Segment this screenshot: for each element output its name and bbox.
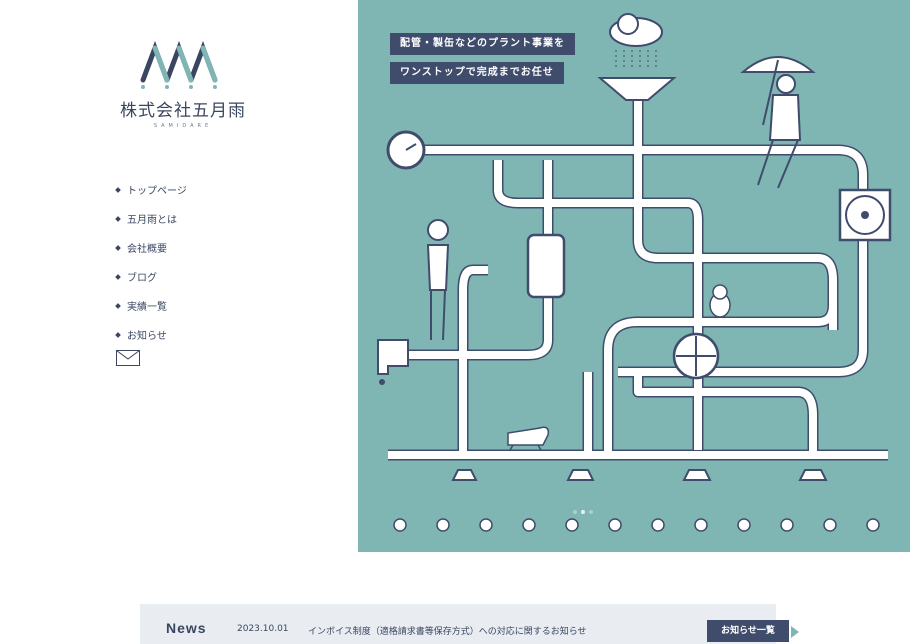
news-bar: News 2023.10.01 インボイス制度（適格請求書等保存方式）への対応に… bbox=[140, 604, 799, 644]
news-date: 2023.10.01 bbox=[237, 624, 289, 634]
mail-icon[interactable] bbox=[116, 350, 140, 366]
samidare-logo-icon bbox=[140, 40, 218, 89]
bullet-icon bbox=[115, 302, 121, 309]
fan-icon bbox=[838, 188, 892, 242]
valve-icon bbox=[672, 332, 720, 380]
company-logo[interactable]: 株式会社五月雨 SAMIDARE bbox=[108, 40, 258, 129]
nav-label: 五月雨とは bbox=[127, 215, 177, 226]
cat-figure bbox=[709, 284, 731, 318]
slide-dot[interactable] bbox=[573, 510, 577, 514]
company-romaji: SAMIDARE bbox=[153, 123, 213, 129]
nav-label: ブログ bbox=[127, 273, 157, 284]
slider-dots bbox=[573, 510, 593, 514]
news-item-link[interactable]: インボイス制度（適格請求書等保存方式）への対応に関するお知らせ bbox=[308, 627, 587, 637]
bullet-icon bbox=[115, 215, 121, 222]
nav-item-top[interactable]: トップページ bbox=[115, 175, 187, 204]
news-title: News bbox=[166, 620, 207, 636]
hero-illustration: 配管・製缶などのプラント事業を ワンストップで完成までお任せ bbox=[358, 0, 910, 552]
nav-label: 会社概要 bbox=[127, 244, 167, 255]
bullet-icon bbox=[115, 244, 121, 251]
company-name: 株式会社五月雨 bbox=[120, 101, 246, 121]
pipe-illustration bbox=[377, 13, 892, 532]
hero-tagline-2: ワンストップで完成までお任せ bbox=[390, 62, 564, 84]
dog-figure bbox=[507, 426, 550, 451]
cloud-icon bbox=[609, 13, 663, 47]
hero-tagline-1: 配管・製缶などのプラント事業を bbox=[390, 33, 575, 55]
bullet-icon bbox=[115, 331, 121, 338]
bullet-icon bbox=[115, 273, 121, 280]
nav-item-news[interactable]: お知らせ bbox=[115, 320, 187, 349]
arrow-right-icon bbox=[791, 626, 799, 638]
nav-label: 実績一覧 bbox=[127, 302, 167, 313]
man-with-umbrella-figure bbox=[740, 56, 816, 189]
nav-item-blog[interactable]: ブログ bbox=[115, 262, 187, 291]
bullet-icon bbox=[115, 186, 121, 193]
nav-label: トップページ bbox=[127, 186, 187, 197]
main-nav: トップページ 五月雨とは 会社概要 ブログ 実績一覧 お知らせ bbox=[115, 175, 187, 349]
news-list-button[interactable]: お知らせ一覧 bbox=[707, 620, 789, 642]
nav-item-company[interactable]: 会社概要 bbox=[115, 233, 187, 262]
nav-item-works[interactable]: 実績一覧 bbox=[115, 291, 187, 320]
nav-label: お知らせ bbox=[127, 331, 167, 342]
slide-dot[interactable] bbox=[589, 510, 593, 514]
woman-figure bbox=[426, 219, 450, 341]
slide-dot[interactable] bbox=[581, 510, 585, 514]
nav-item-about[interactable]: 五月雨とは bbox=[115, 204, 187, 233]
gauge-icon bbox=[386, 130, 426, 170]
